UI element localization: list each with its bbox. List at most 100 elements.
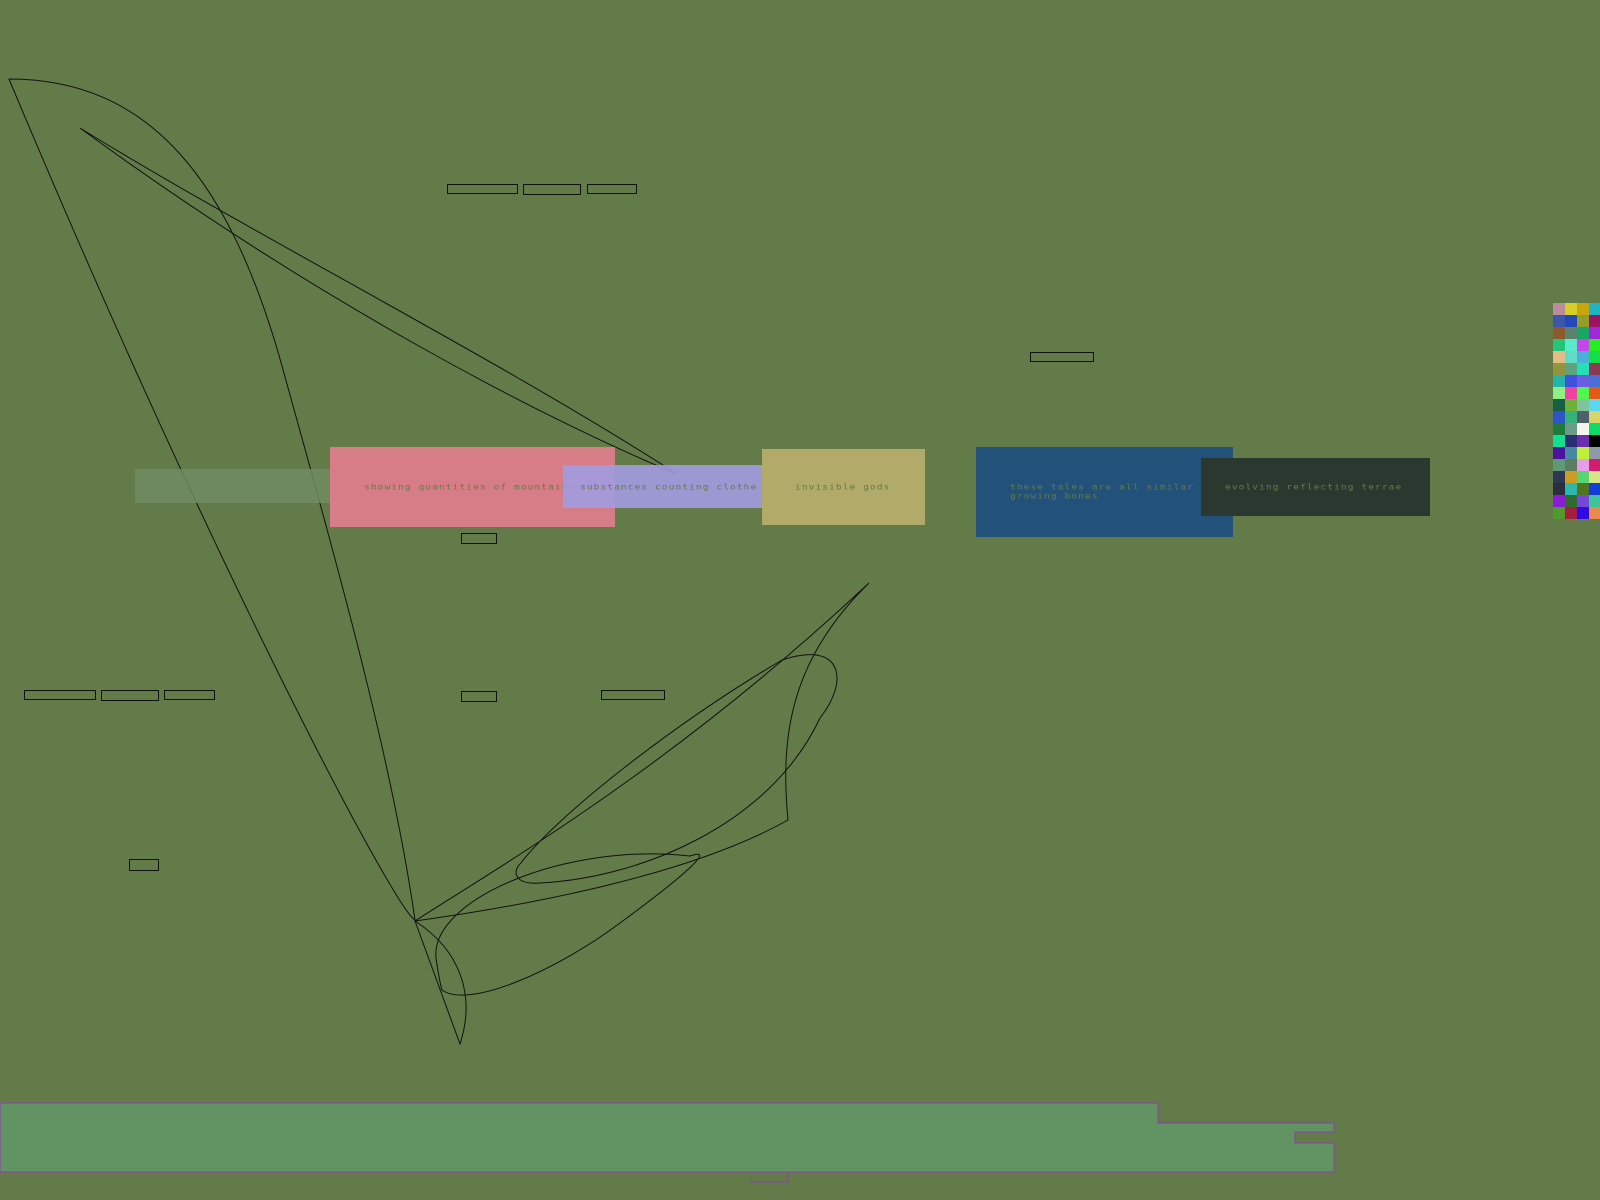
palette-swatch [1565, 399, 1577, 411]
palette-swatch [1553, 315, 1565, 327]
palette-swatch [1589, 375, 1600, 387]
palette-swatch [1577, 459, 1589, 471]
palette-swatch [1589, 483, 1600, 495]
palette-swatch [1577, 339, 1589, 351]
palette-swatch [1565, 447, 1577, 459]
wire-box [523, 184, 581, 195]
palette-swatch [1577, 507, 1589, 519]
palette-swatch [1553, 339, 1565, 351]
palette-swatch [1553, 303, 1565, 315]
palette-swatch [1553, 375, 1565, 387]
wire-box [164, 690, 215, 700]
bottom-hook [414, 919, 467, 1046]
palette-swatch [1565, 327, 1577, 339]
palette-swatch [1577, 423, 1589, 435]
palette-swatch [1577, 387, 1589, 399]
violet-rectangle-text: substances counting clothe [580, 483, 758, 493]
blue-rectangle-text: these tales are all similar growing bone… [1010, 483, 1195, 502]
dark-rectangle-text: evolving reflecting terrae [1225, 483, 1403, 493]
palette-swatch [1553, 507, 1565, 519]
palette-swatch [1565, 459, 1577, 471]
upper-ellipse-loop [515, 654, 838, 884]
palette-swatch [1577, 483, 1589, 495]
palette-swatch [1589, 495, 1600, 507]
palette-swatch [1589, 399, 1600, 411]
palette-swatch [1589, 339, 1600, 351]
pink-rectangle-text: showing quantities of mountains [364, 483, 576, 493]
palette-swatch [1589, 423, 1600, 435]
lower-ellipse-loop [435, 853, 701, 996]
wire-box [587, 184, 637, 194]
palette-swatch [1565, 435, 1577, 447]
palette-swatch [1553, 495, 1565, 507]
palette-swatch [1589, 351, 1600, 363]
color-palette-grid [1553, 303, 1600, 519]
palette-swatch [1577, 435, 1589, 447]
palette-swatch [1565, 315, 1577, 327]
palette-swatch [1553, 363, 1565, 375]
palette-swatch [1565, 363, 1577, 375]
palette-swatch [1565, 351, 1577, 363]
wire-box [447, 184, 518, 194]
palette-swatch [1577, 303, 1589, 315]
palette-swatch [1589, 411, 1600, 423]
dark-rectangle [1201, 458, 1430, 516]
yellow-rectangle-text: invisible gods [795, 483, 891, 493]
wire-box [101, 690, 159, 701]
palette-swatch [1589, 387, 1600, 399]
palette-swatch [1553, 351, 1565, 363]
yellow-rectangle [762, 449, 925, 525]
palette-swatch [1589, 363, 1600, 375]
palette-swatch [1565, 411, 1577, 423]
palette-swatch [1577, 327, 1589, 339]
palette-swatch [1589, 471, 1600, 483]
wire-box [24, 690, 96, 700]
large-sail-curve [8, 78, 416, 921]
palette-swatch [1577, 399, 1589, 411]
palette-swatch [1565, 303, 1577, 315]
palette-swatch [1589, 459, 1600, 471]
lower-diagonal-shape [414, 582, 870, 922]
palette-swatch [1577, 375, 1589, 387]
palette-swatch [1565, 471, 1577, 483]
palette-swatch [1577, 447, 1589, 459]
palette-swatch [1577, 411, 1589, 423]
palette-swatch [1553, 423, 1565, 435]
palette-swatch [1589, 327, 1600, 339]
palette-swatch [1589, 447, 1600, 459]
palette-swatch [1553, 435, 1565, 447]
wire-box [601, 690, 665, 700]
palette-swatch [1577, 351, 1589, 363]
palette-swatch [1553, 447, 1565, 459]
wire-box [129, 859, 159, 871]
palette-swatch [1565, 387, 1577, 399]
palette-swatch [1565, 339, 1577, 351]
palette-swatch [1553, 399, 1565, 411]
palette-swatch [1553, 411, 1565, 423]
palette-swatch [1577, 471, 1589, 483]
palette-swatch [1577, 495, 1589, 507]
faint-left-rectangle [135, 469, 330, 503]
palette-swatch [1565, 495, 1577, 507]
palette-swatch [1577, 315, 1589, 327]
palette-swatch [1589, 315, 1600, 327]
bottom-band-tab [749, 1172, 789, 1183]
palette-swatch [1565, 507, 1577, 519]
wire-box [461, 691, 497, 702]
palette-swatch [1589, 303, 1600, 315]
blue-rectangle [976, 447, 1233, 537]
wire-box [1030, 352, 1094, 362]
palette-swatch [1589, 507, 1600, 519]
palette-swatch [1553, 483, 1565, 495]
palette-swatch [1553, 471, 1565, 483]
palette-swatch [1565, 483, 1577, 495]
bottom-green-band [0, 1102, 1335, 1173]
palette-swatch [1553, 327, 1565, 339]
palette-swatch [1589, 435, 1600, 447]
wire-box [461, 533, 497, 544]
palette-swatch [1577, 363, 1589, 375]
violet-rectangle [563, 465, 762, 508]
palette-swatch [1553, 459, 1565, 471]
palette-swatch [1565, 423, 1577, 435]
